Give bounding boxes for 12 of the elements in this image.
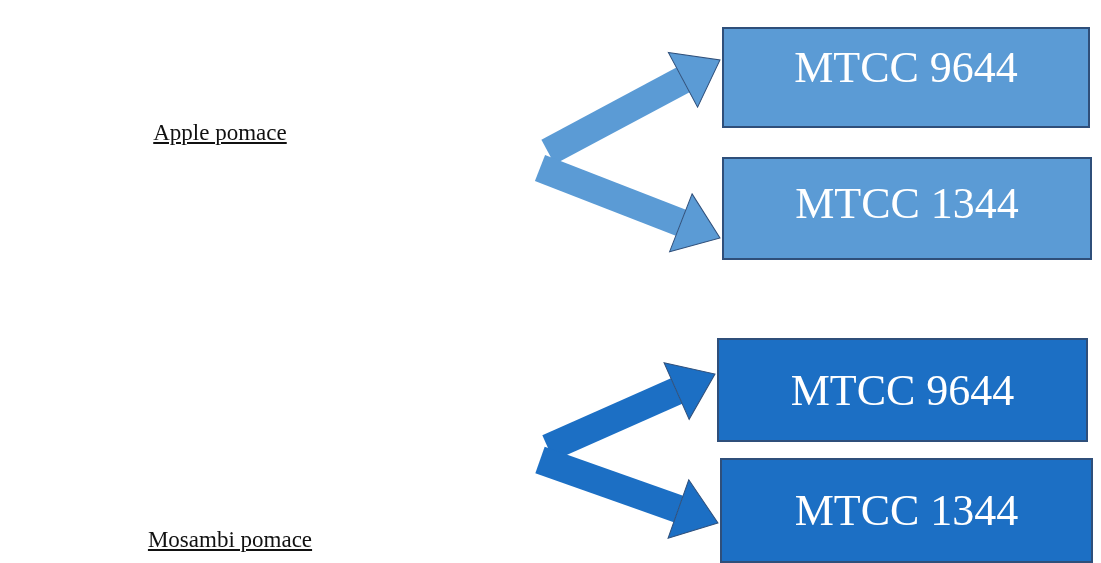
strain-label: MTCC 9644 [790,364,1015,416]
strain-label: MTCC 1344 [794,485,1019,536]
strain-label: MTCC 1344 [795,178,1019,229]
strain-box [722,157,1092,260]
strain-label: MTCC 9644 [794,42,1018,93]
strain-box [722,27,1090,128]
block-arrow [535,446,719,539]
strain-box [717,338,1088,442]
block-arrow [534,154,721,253]
substrate-label: Apple pomace [153,120,287,146]
strain-box [720,458,1093,563]
substrate-label: Mosambi pomace [147,527,313,553]
